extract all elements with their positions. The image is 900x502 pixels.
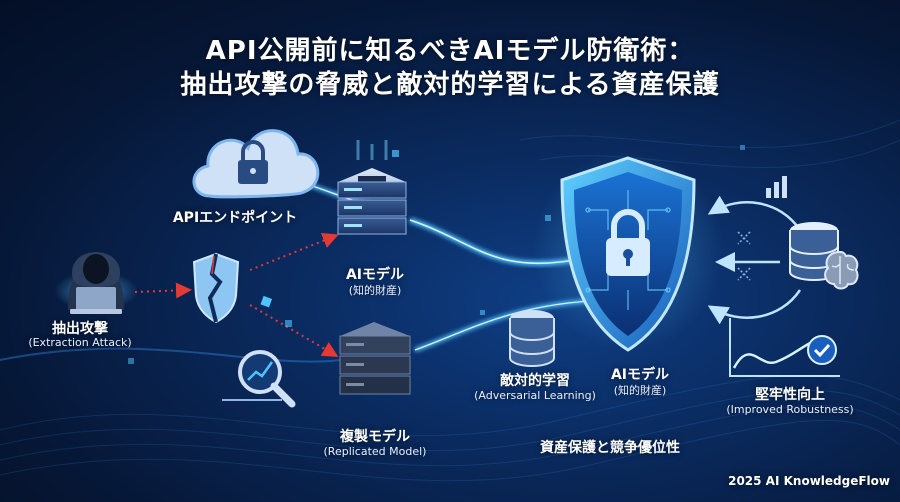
cycle-arrows [707, 195, 802, 325]
credit: 2025 AI KnowledgeFlow [728, 474, 890, 488]
label-replicated: 複製モデル [340, 429, 410, 445]
server-icon-replicated [339, 322, 411, 395]
label-attacker-sub: (Extraction Attack) [28, 336, 132, 349]
label-ai-model: AIモデル [345, 267, 405, 283]
cloud-lock-icon [192, 129, 320, 199]
label-adversarial-sub: (Adversarial Learning) [474, 389, 596, 402]
broken-shield-icon [192, 252, 240, 324]
label-ai-model-sub: (知的財産) [348, 284, 402, 297]
label-robustness: 堅牢性向上 [755, 387, 825, 403]
title-line-2: 抽出攻撃の脅威と敵対的学習による資産保護 [180, 70, 720, 100]
label-replicated-sub: (Replicated Model) [323, 445, 427, 458]
line-chart-check-icon [729, 318, 840, 377]
label-api-endpoint: APIエンドポイント [172, 210, 298, 226]
magnifier-chart-icon [222, 350, 296, 408]
attack-arrows [134, 233, 339, 358]
title-line-1: API公開前に知るべきAIモデル防衛術： [205, 36, 695, 66]
label-adversarial: 敵対的学習 [500, 373, 570, 389]
server-icon-ai-model [337, 140, 407, 235]
label-robustness-sub: (Improved Robustness) [726, 403, 854, 416]
tagline: 資産保護と競争優位性 [540, 440, 680, 456]
blocked-attack-icon [737, 231, 751, 281]
background-waves [0, 119, 900, 482]
hacker-icon [54, 252, 138, 314]
brain-icon [824, 250, 859, 290]
database-icon-robust [789, 222, 839, 281]
shield-lock-icon [533, 150, 723, 352]
label-attacker: 抽出攻撃 [52, 321, 108, 337]
label-protected-model-sub: (知的財産) [613, 384, 667, 397]
bar-chart-icon [766, 176, 787, 198]
database-icon-adversarial [509, 310, 555, 367]
label-protected-model: AIモデル [610, 367, 670, 383]
